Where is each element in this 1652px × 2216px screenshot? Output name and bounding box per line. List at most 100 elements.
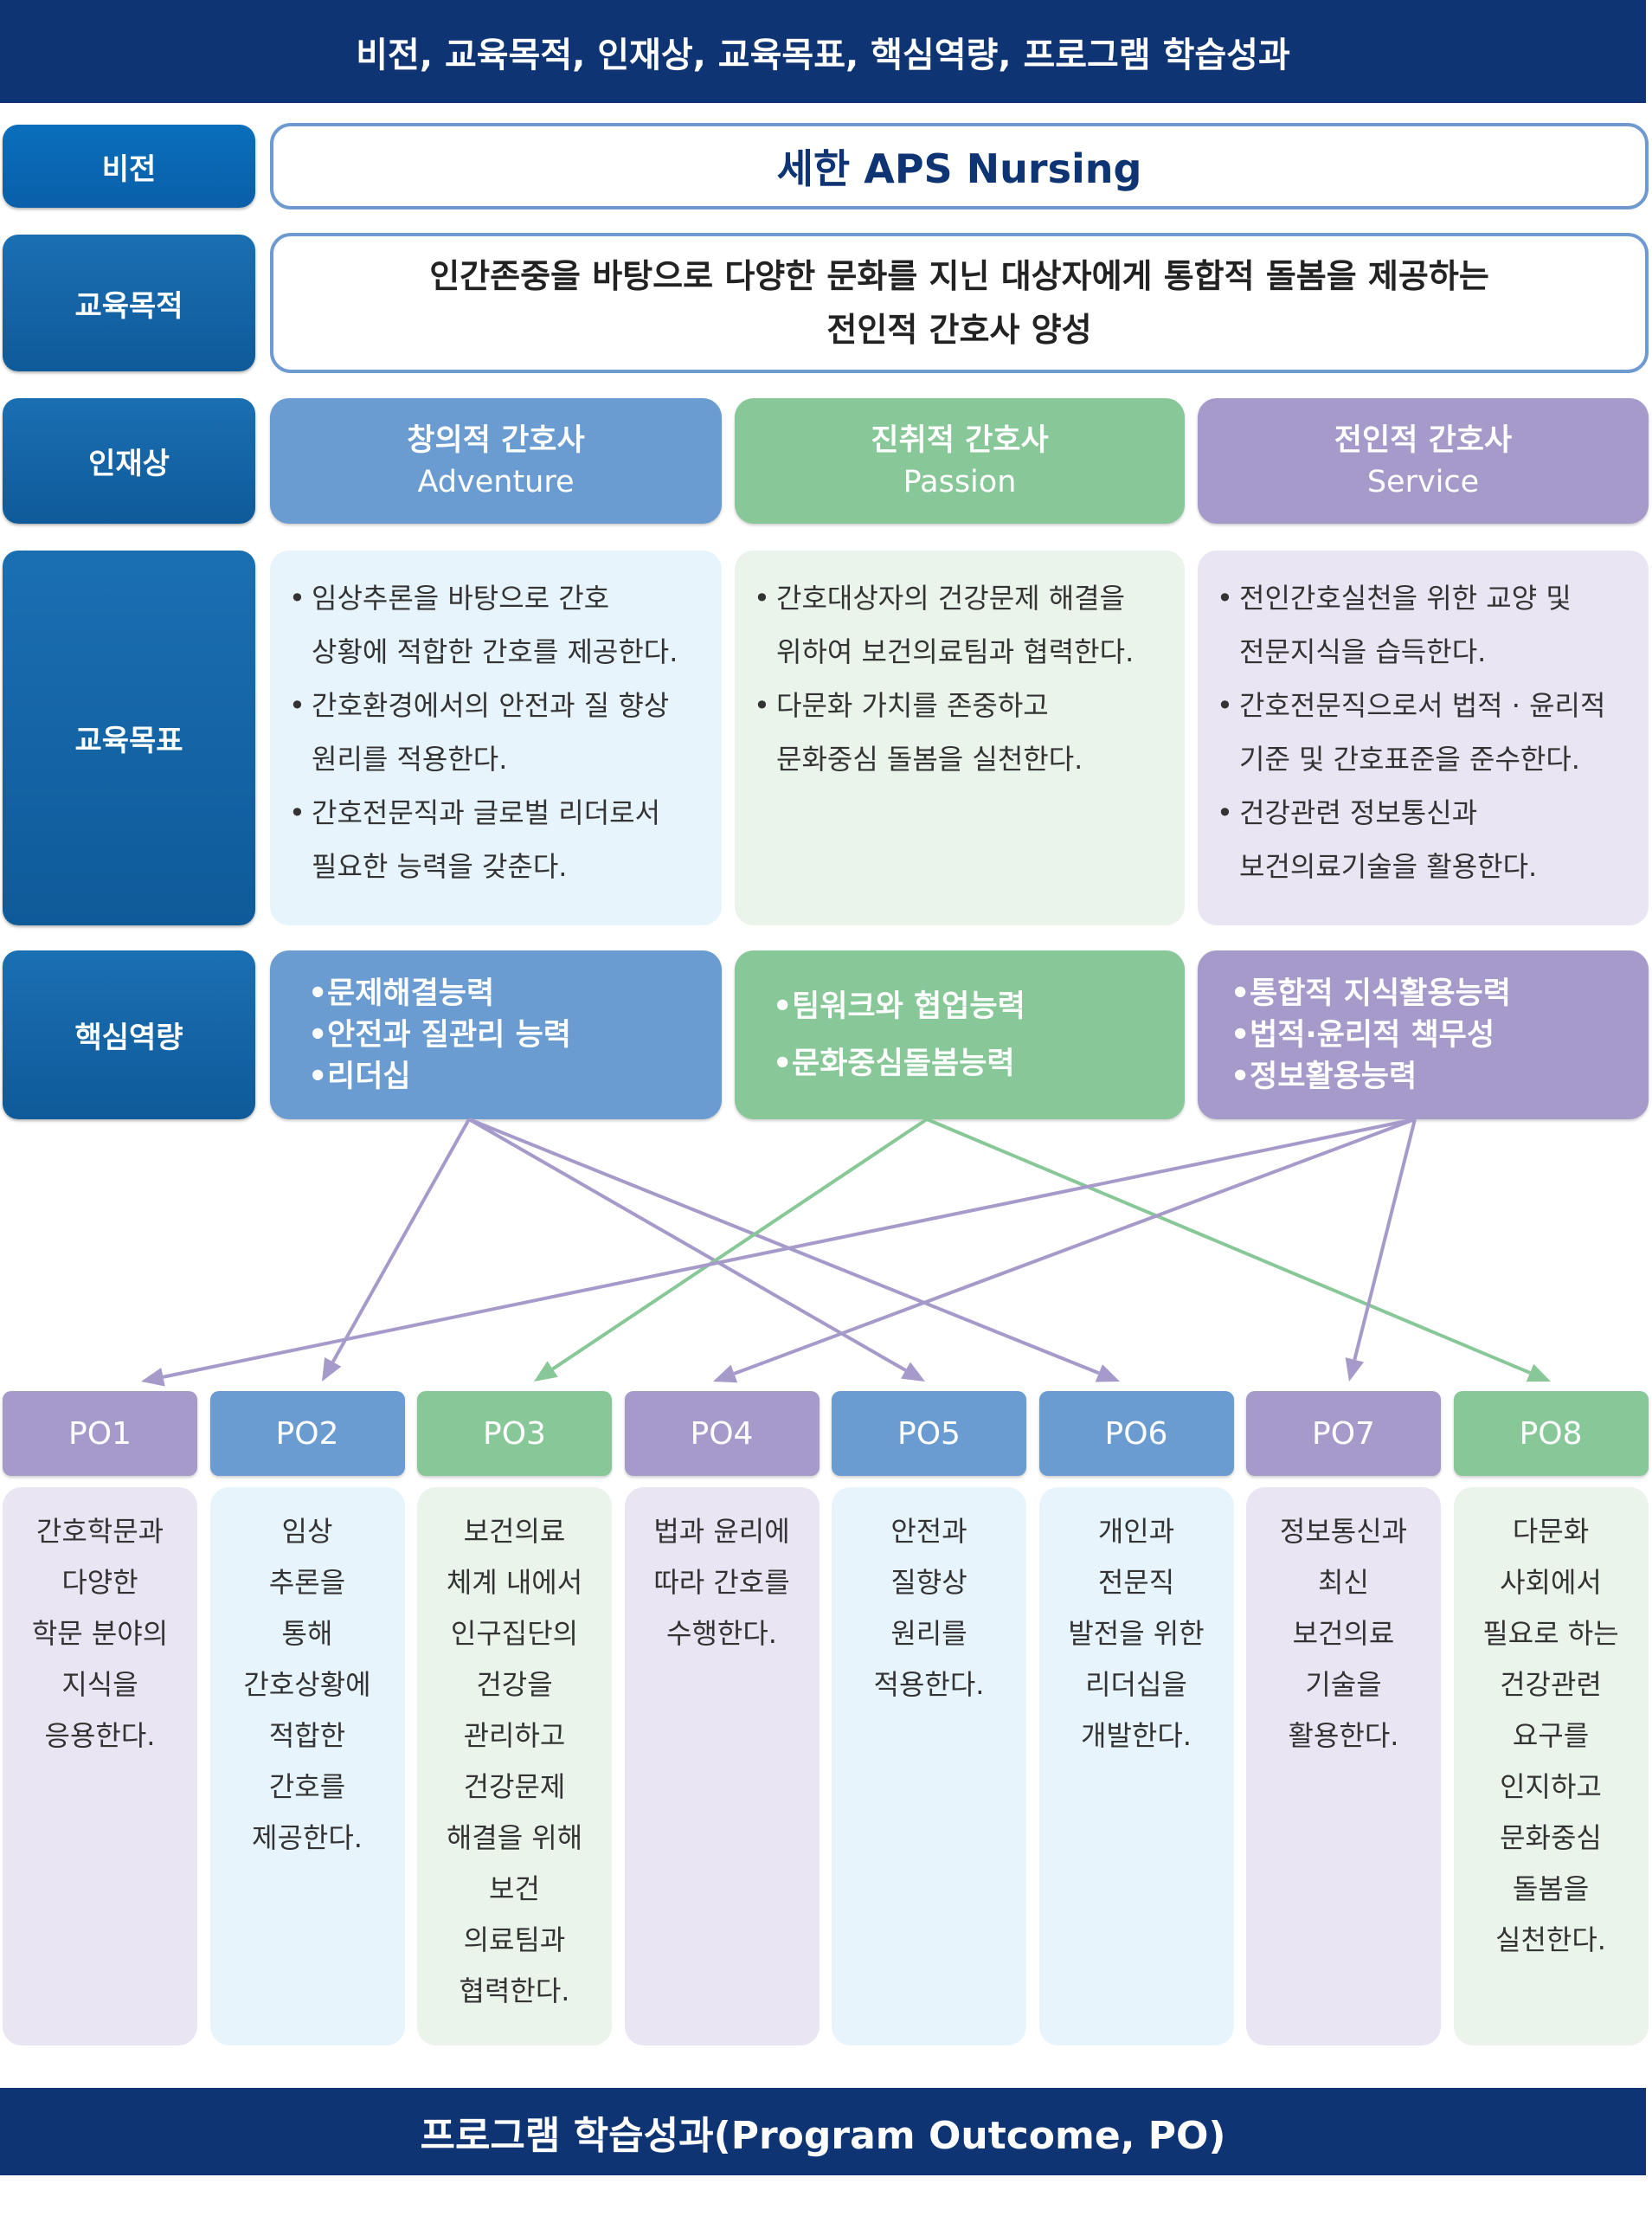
goal-line: 다문화 가치를 존중하고 [776, 689, 1049, 722]
competency-item: 리더십 [308, 1056, 722, 1098]
arrow-head-icon [1345, 1357, 1364, 1382]
competency-item: 문제해결능력 [308, 973, 722, 1015]
goal-line: 임상추론을 바탕으로 간호 [312, 582, 610, 615]
po-header-1: PO1 [3, 1391, 197, 1476]
goal-line: 상황에 적합한 간호를 제공한다. [312, 635, 678, 668]
competency-column: 통합적 지식활용능력법적·윤리적 책무성정보활용능력 [1198, 950, 1649, 1119]
competency-item: 정보활용능력 [1231, 1056, 1649, 1098]
arrow-head-icon [534, 1361, 558, 1382]
competency-item: 통합적 지식활용능력 [1231, 973, 1649, 1015]
vision-label: 비전 [3, 125, 255, 208]
arrow-head-icon [713, 1364, 738, 1383]
arrow-line [1353, 1118, 1417, 1361]
po-line: 통해 [281, 1617, 333, 1650]
po-line: 인지하고 [1500, 1770, 1602, 1803]
po-line: 안전과 [890, 1515, 967, 1548]
arrow-head-icon [1526, 1363, 1551, 1382]
po-line: 건강을 [476, 1668, 553, 1701]
po-header-4: PO4 [624, 1391, 820, 1476]
po-line: 간호상황에 [243, 1668, 371, 1701]
po-header-5: PO5 [832, 1391, 1026, 1476]
po-line: 돌봄을 [1512, 1872, 1590, 1905]
po-line: 다양한 [61, 1566, 138, 1599]
page-footer: 프로그램 학습성과(Program Outcome, PO) [0, 2088, 1646, 2175]
po-line: 적용한다. [873, 1668, 985, 1701]
po-line: 응용한다. [44, 1719, 156, 1752]
arrow-line [468, 1118, 907, 1372]
po-line: 수행한다. [666, 1617, 777, 1650]
po-line: 보건의료 [1292, 1617, 1395, 1650]
talent-ko: 전인적 간호사 [1334, 422, 1513, 458]
po-line: 최신 [1318, 1566, 1369, 1599]
po-line: 추론을 [268, 1566, 346, 1599]
goal-line: 전문지식을 습득한다. [1239, 635, 1487, 668]
po-line: 간호를 [268, 1770, 346, 1803]
po-line: 임상 [281, 1515, 333, 1548]
arrow-line [163, 1118, 1416, 1379]
po-line: 보건 [489, 1872, 540, 1905]
goal-line: 간호전문직으로서 법적 · 윤리적 [1239, 689, 1606, 722]
goal-line: 문화중심 돌봄을 실천한다. [776, 743, 1083, 776]
arrow-line [926, 1118, 1531, 1375]
po-line: 지식을 [61, 1668, 138, 1701]
po-line: 따라 간호를 [653, 1566, 790, 1599]
po-line: 활용한다. [1288, 1719, 1399, 1752]
po-line: 협력한다. [459, 1974, 570, 2007]
purpose-label: 교육목적 [3, 235, 255, 371]
arrow-line [733, 1118, 1416, 1375]
po-line: 건강관련 [1500, 1668, 1602, 1701]
goal-line: 간호전문직과 글로벌 리더로서 [312, 796, 661, 829]
goal-line: 간호환경에서의 안전과 질 향상 [312, 689, 670, 722]
po-header-3: PO3 [417, 1391, 612, 1476]
arrow-head-icon [1095, 1364, 1120, 1382]
po-line: 적합한 [268, 1719, 346, 1752]
arrow-line [468, 1118, 1100, 1375]
po-line: 의료팀과 [463, 1923, 566, 1956]
po-line: 요구를 [1512, 1719, 1590, 1752]
goal-line: 건강관련 정보통신과 [1239, 796, 1478, 829]
goal-line: 전인간호실천을 위한 교양 및 [1239, 582, 1572, 615]
arrow-line [331, 1118, 471, 1363]
po-line: 체계 내에서 [446, 1566, 583, 1599]
talent-progressive: 진취적 간호사 Passion [735, 398, 1185, 524]
po-line: 학문 분야의 [31, 1617, 169, 1650]
po-line: 개발한다. [1081, 1719, 1192, 1752]
po-line: 전문직 [1097, 1566, 1175, 1599]
po-line: 실천한다. [1495, 1923, 1606, 1956]
purpose-line: 인간존중을 바탕으로 다양한 문화를 지닌 대상자에게 통합적 돌봄을 제공하는 [429, 257, 1489, 295]
competency-item: 팀워크와 협업능력 [773, 978, 1185, 1035]
po-line: 해결을 위해 [446, 1821, 583, 1854]
talent-ko: 진취적 간호사 [871, 422, 1049, 458]
competency-item: 안전과 질관리 능력 [308, 1015, 722, 1056]
po-line: 법과 윤리에 [653, 1515, 790, 1548]
po-line: 문화중심 [1500, 1821, 1602, 1854]
goal-line: 간호대상자의 건강문제 해결을 [776, 582, 1126, 615]
talent-ko: 창의적 간호사 [407, 422, 585, 458]
competency-column: 문제해결능력안전과 질관리 능력리더십 [270, 950, 722, 1119]
goal-line: 원리를 적용한다. [312, 743, 508, 776]
po-line: 리더십을 [1085, 1668, 1187, 1701]
po-line: 발전을 위한 [1068, 1617, 1205, 1650]
po-line: 인구집단의 [450, 1617, 579, 1650]
goal-line: 기준 및 간호표준을 준수한다. [1239, 743, 1580, 776]
po-line: 기술을 [1305, 1668, 1382, 1701]
talent-en: Service [1366, 464, 1480, 499]
talent-holistic: 전인적 간호사 Service [1198, 398, 1649, 524]
purpose-line: 전인적 간호사 양성 [826, 311, 1092, 349]
vision-text: 세한 APS Nursing [270, 123, 1649, 209]
po-line: 건강문제 [463, 1770, 566, 1803]
